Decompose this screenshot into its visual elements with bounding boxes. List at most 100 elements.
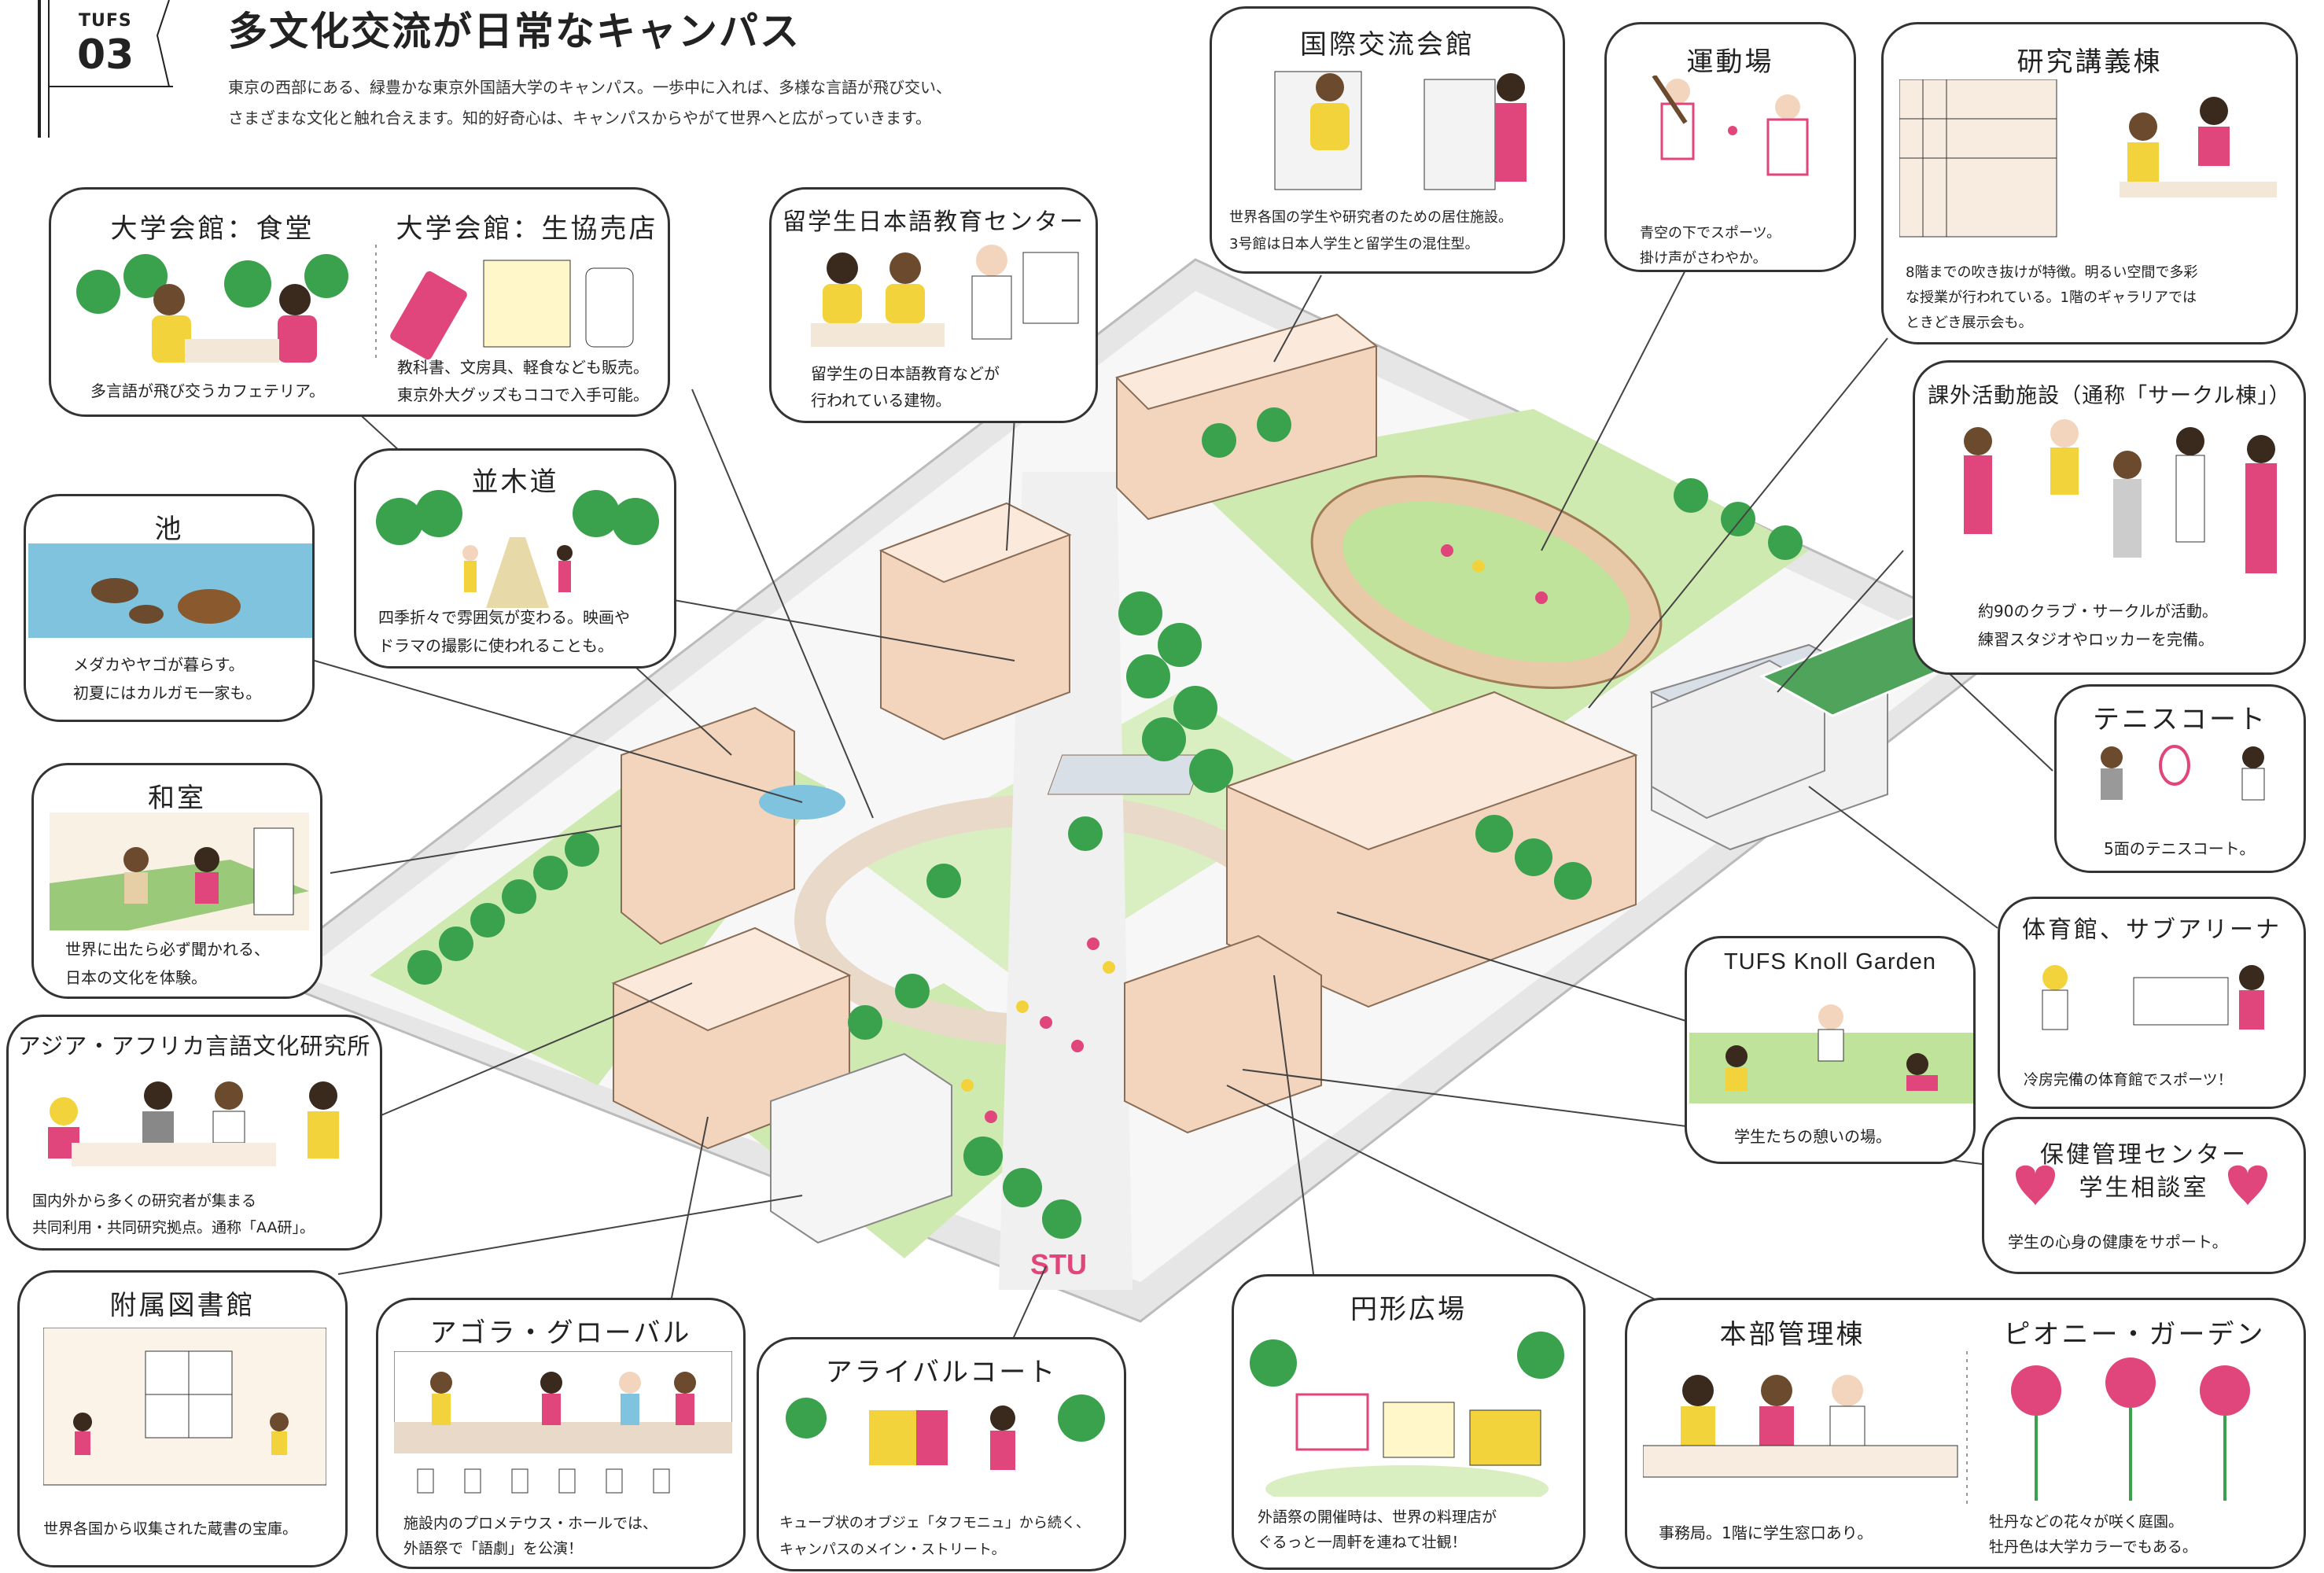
lecture-illustration — [1899, 79, 2277, 238]
pond-text-2: 初夏にはカルガモ一家も。 — [73, 683, 262, 702]
aa-text-2: 共同利用・共同研究拠点。通称「AA研」。 — [32, 1219, 315, 1236]
jlc-text-2: 行われている建物。 — [811, 391, 952, 410]
callout-library: 附属図書館 世界各国から収集された蔵書の宝庫。 — [17, 1270, 348, 1567]
peony-text-1: 牡丹などの花々が咲く庭園。 — [1989, 1513, 2184, 1531]
building-lecture — [1047, 691, 1638, 1008]
tag-number: 03 — [77, 31, 134, 79]
admin-text: 事務局。1階に学生窓口あり。 — [1659, 1523, 1873, 1542]
leader-lines — [314, 259, 2053, 1354]
ground-illustration — [1652, 76, 1809, 176]
callout-admin-peony: 本部管理棟 ピオニー・ガーデン 事務局。1階に学生窓口あり。 牡丹などの花々が咲… — [1625, 1298, 2306, 1569]
callout-pond: 池 メダカやヤゴが暮らす。 初夏にはカルガモ一家も。 — [24, 494, 315, 722]
coop-text-2: 東京外大グッズもココで入手可能。 — [397, 385, 649, 404]
callout-cafeteria-coop: 大学会館：食堂 大学会館：生協売店 多言語が飛び交うカフェテリア。 教科書、文房… — [49, 187, 670, 417]
jlc-illustration — [811, 245, 1079, 347]
lecture-text-3: ときどき展示会も。 — [1906, 315, 2033, 331]
arrival-sign: STU — [1030, 1248, 1087, 1280]
callout-agora: アゴラ・グローバル 施設内のプロメテウス・ホールでは、 外語祭で「語劇」を公演！ — [376, 1298, 746, 1569]
aa-illustration — [48, 1081, 339, 1166]
ground-title: 運動場 — [1686, 46, 1774, 78]
gym-title: 体育館、サブアリーナ — [2022, 916, 2282, 944]
peony-title: ピオニー・ガーデン — [2003, 1319, 2266, 1350]
building-jlc — [878, 502, 1072, 741]
gym-text: 冷房完備の体育館でスポーツ！ — [2024, 1071, 2233, 1089]
people-yellow — [961, 560, 1485, 1092]
intl-house-title: 国際交流会館 — [1300, 29, 1475, 61]
washitsu-title: 和室 — [148, 783, 206, 814]
lead-text: 東京の西部にある、緑豊かな東京外国語大学のキャンパス。一歩中に入れば、多様な言語… — [228, 72, 1093, 134]
admin-title: 本部管理棟 — [1719, 1319, 1865, 1350]
callout-intl-house: 国際交流会館 世界各国の学生や研究者のための居住施設。 3号館は日本人学生と留学… — [1210, 6, 1565, 274]
heart-icon-right — [2228, 1165, 2267, 1206]
tag-label: TUFS — [79, 11, 132, 31]
people — [985, 544, 1548, 1123]
cafeteria-title: 大学会館：食堂 — [110, 213, 315, 245]
library-title: 附属図書館 — [109, 1290, 256, 1321]
agora-text-2: 外語祭で「語劇」を公演！ — [403, 1540, 584, 1557]
building-club — [1651, 659, 1825, 820]
health-title-1: 保健管理センター — [2040, 1141, 2248, 1169]
callout-health: 保健管理センター 学生相談室 学生の心身の健康をサポート。 — [1982, 1117, 2306, 1274]
intl-house-illustration — [1274, 71, 1527, 190]
washitsu-illustration — [50, 812, 309, 930]
callout-washitsu: 和室 世界に出たら必ず聞かれる、 日本の文化を体験。 — [31, 763, 322, 999]
callout-knoll: TUFS Knoll Garden 学生たちの憩いの場。 — [1685, 936, 1976, 1164]
callout-club: 課外活動施設（通称「サークル棟」） 約90のクラブ・サークルが活動。 練習スタジ… — [1913, 360, 2306, 675]
heart-icon — [2016, 1165, 2055, 1206]
callout-lecture: 研究講義棟 8階までの吹き抜けが特徴。明るい空間で多彩 な授業が行われている。1… — [1881, 22, 2298, 344]
plaza-title: 円形広場 — [1350, 1294, 1467, 1325]
library-illustration — [43, 1328, 326, 1486]
page-title: 多文化交流が日常なキャンパス — [228, 9, 801, 54]
club-title: 課外活動施設（通称「サークル棟」） — [1928, 384, 2291, 408]
jlc-text-1: 留学生の日本語教育などが — [811, 364, 1000, 383]
trees — [407, 407, 1803, 1239]
lecture-text-1: 8階までの吹き抜けが特徴。明るい空間で多彩 — [1906, 264, 2198, 281]
building-admin — [1124, 934, 1322, 1134]
lecture-title: 研究講義棟 — [2016, 46, 2163, 78]
building-aa — [621, 706, 795, 945]
lead-line-1: 東京の西部にある、緑豊かな東京外国語大学のキャンパス。一歩中に入れば、多様な言語… — [228, 78, 952, 97]
pond-text-1: メダカやヤゴが暮らす。 — [73, 655, 245, 674]
washitsu-text-2: 日本の文化を体験。 — [65, 968, 207, 987]
lecture-text-2: な授業が行われている。1階のギャラリアでは — [1906, 289, 2197, 306]
pond-title: 池 — [154, 514, 184, 545]
track-field — [1342, 501, 1630, 663]
arrival-text-1: キューブ状のオブジェ「タフモニュ」から続く、 — [779, 1515, 1090, 1531]
aa-text-1: 国内外から多くの研究者が集まる — [32, 1192, 257, 1210]
tennis-title: テニスコート — [2093, 704, 2267, 735]
building-library — [770, 1052, 952, 1244]
callout-ground: 運動場 青空の下でスポーツ。 掛け声がさわやか。 — [1604, 22, 1856, 272]
health-hearts — [2016, 1165, 2267, 1206]
callout-gym: 体育館、サブアリーナ 冷房完備の体育館でスポーツ！ — [1998, 897, 2306, 1109]
agora-illustration — [394, 1351, 732, 1494]
agora-text-1: 施設内のプロメテウス・ホールでは、 — [403, 1515, 658, 1532]
building-intl-house — [1115, 313, 1379, 521]
knoll-title: TUFS Knoll Garden — [1723, 949, 1937, 974]
gym-illustration — [2042, 965, 2264, 1030]
peony-text-2: 牡丹色は大学カラーでもある。 — [1989, 1538, 2197, 1556]
knoll-text: 学生たちの憩いの場。 — [1734, 1127, 1891, 1146]
callout-jlc: 留学生日本語教育センター 留学生の日本語教育などが 行われている建物。 — [769, 187, 1098, 423]
knoll-illustration — [1689, 1004, 1973, 1103]
intl-house-text-1: 世界各国の学生や研究者のための居住施設。 — [1229, 209, 1512, 226]
cafeteria-text: 多言語が飛び交うカフェテリア。 — [90, 381, 325, 400]
coop-title: 大学会館：生協売店 — [396, 213, 658, 245]
health-title-2: 学生相談室 — [2079, 1174, 2209, 1202]
plaza-text-1: 外語祭の開催時は、世界の料理店が — [1258, 1509, 1497, 1526]
callout-aa: アジア・アフリカ言語文化研究所 国内外から多くの研究者が集まる 共同利用・共同研… — [6, 1015, 382, 1251]
agora-title: アゴラ・グローバル — [429, 1317, 692, 1349]
tennis-illustration — [2101, 745, 2265, 801]
namiki-illustration — [376, 490, 659, 608]
namiki-text-2: ドラマの撮影に使われることも。 — [378, 636, 613, 655]
pond-illustration — [28, 543, 312, 638]
callout-namiki: 並木道 四季折々で雰囲気が変わる。映画や ドラマの撮影に使われることも。 — [354, 448, 676, 669]
arrival-text-2: キャンパスのメイン・ストリート。 — [779, 1542, 1006, 1558]
plaza-illustration — [1250, 1332, 1564, 1497]
aa-title: アジア・アフリカ言語文化研究所 — [17, 1033, 371, 1059]
tag-frame — [38, 0, 173, 138]
callout-arrival: アライバルコート キューブ状のオブジェ「タフモニュ」から続く、 キャンパスのメイ… — [757, 1337, 1126, 1571]
washitsu-text-1: 世界に出たら必ず聞かれる、 — [65, 940, 270, 959]
ground-text-2: 掛け声がさわやか。 — [1640, 250, 1767, 267]
callout-plaza: 円形広場 外語祭の開催時は、世界の料理店が ぐるっと一周軒を連ねて壮観！ — [1232, 1274, 1586, 1570]
